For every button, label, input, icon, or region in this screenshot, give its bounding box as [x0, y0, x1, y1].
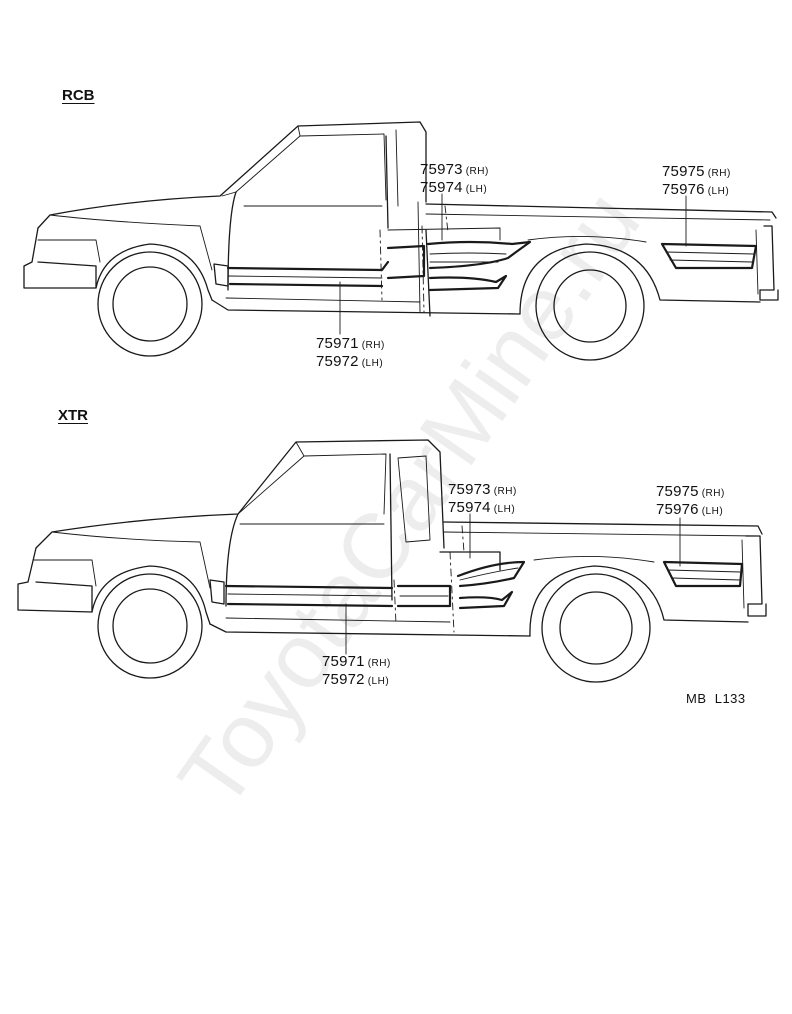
side-designation: (LH)	[493, 504, 516, 515]
xtr-truck-drawing	[17, 439, 767, 683]
rcb-callout-bed-rear: 75975(RH) 75976(LH)	[662, 164, 731, 198]
part-number: 75975	[656, 483, 699, 500]
side-designation: (RH)	[361, 340, 385, 351]
side-designation: (LH)	[707, 186, 730, 197]
part-number: 75974	[420, 179, 463, 196]
xtr-model-title: XTR	[58, 407, 88, 424]
side-designation: (RH)	[701, 488, 725, 499]
side-designation: (RH)	[493, 486, 517, 497]
part-number: 75976	[656, 501, 699, 518]
diagram-reference-code: MB L133	[686, 691, 746, 706]
part-number: 75973	[448, 481, 491, 498]
side-designation: (LH)	[361, 358, 384, 369]
part-number: 75971	[316, 335, 359, 352]
rcb-truck-drawing	[23, 121, 779, 361]
rcb-model-title: RCB	[62, 87, 95, 104]
side-designation: (RH)	[707, 168, 731, 179]
part-number: 75972	[322, 671, 365, 688]
xtr-callout-rear-quarter: 75973(RH) 75974(LH)	[448, 482, 517, 516]
xtr-callout-door: 75971(RH) 75972(LH)	[322, 654, 391, 688]
part-number: 75974	[448, 499, 491, 516]
part-number: 75976	[662, 181, 705, 198]
part-number: 75971	[322, 653, 365, 670]
part-number: 75972	[316, 353, 359, 370]
side-designation: (RH)	[367, 658, 391, 669]
side-designation: (LH)	[367, 676, 390, 687]
part-number: 75975	[662, 163, 705, 180]
part-number: 75973	[420, 161, 463, 178]
side-designation: (RH)	[465, 166, 489, 177]
xtr-callout-bed-rear: 75975(RH) 75976(LH)	[656, 484, 725, 518]
side-designation: (LH)	[701, 506, 724, 517]
rcb-callout-rear-quarter: 75973(RH) 75974(LH)	[420, 162, 489, 196]
side-designation: (LH)	[465, 184, 488, 195]
rcb-callout-door: 75971(RH) 75972(LH)	[316, 336, 385, 370]
leader-lines	[339, 193, 687, 655]
